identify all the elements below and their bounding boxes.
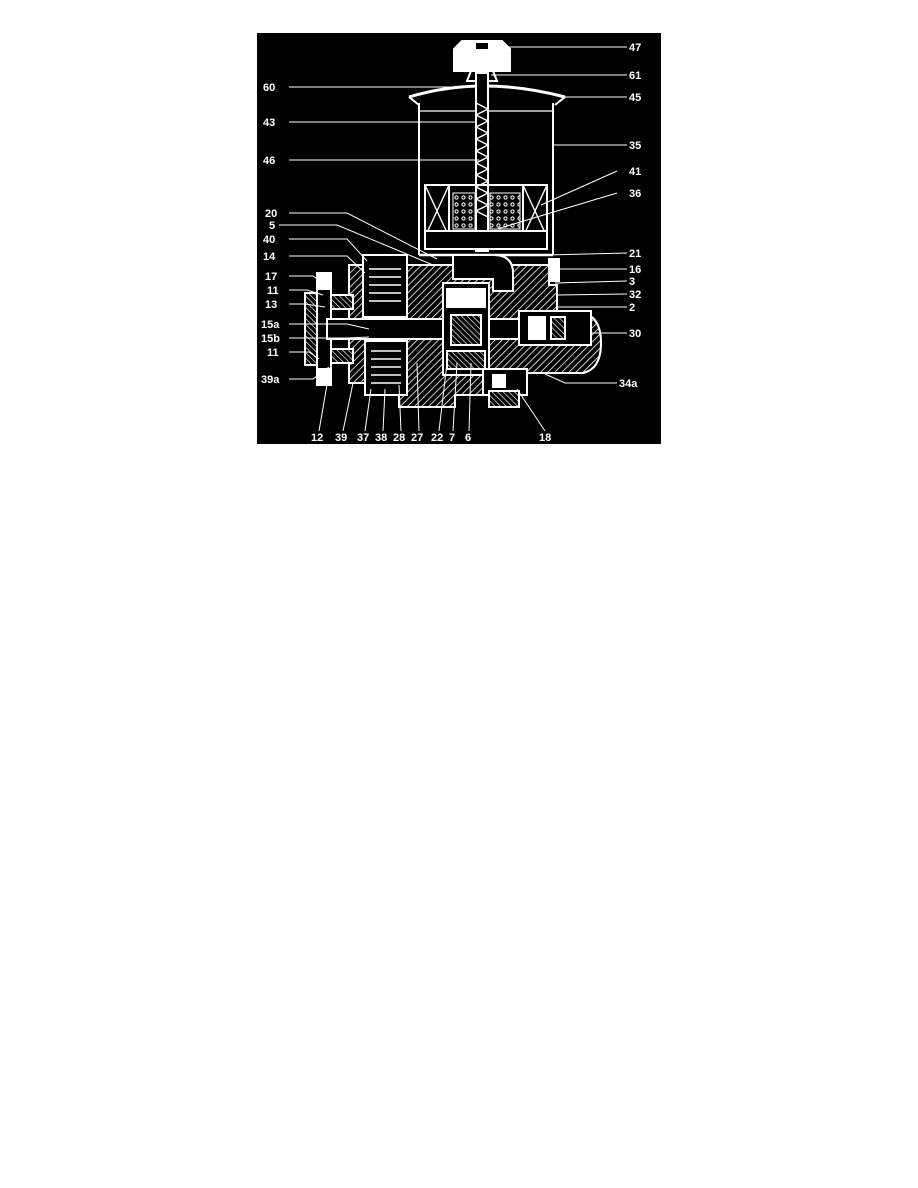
inlet-duct [452,254,514,292]
callout-27: 27 [411,432,423,444]
callout-6: 6 [465,432,471,444]
pump-cross-section-drawing: 47 61 60 45 43 35 46 41 36 20 5 40 21 14… [261,40,641,444]
drain-plug [488,390,520,408]
callout-45: 45 [629,92,641,104]
callout-60: 60 [263,82,275,94]
callout-21: 21 [629,248,641,260]
callout-3: 3 [629,276,635,288]
callout-39a: 39a [261,374,280,386]
callout-15b: 15b [261,333,280,345]
callout-46: 46 [263,155,275,167]
drive-shaft [326,318,528,340]
callout-39: 39 [335,432,347,444]
pump-cross-section-figure: 47 61 60 45 43 35 46 41 36 20 5 40 21 14… [257,33,661,444]
callout-11-top: 11 [267,285,279,297]
canister-base [424,230,548,250]
upper-seal-cavity [362,254,408,318]
callout-43: 43 [263,117,275,129]
filter-housing [408,40,566,257]
callout-38: 38 [375,432,387,444]
callout-35: 35 [629,140,641,152]
pump-body [304,254,603,408]
callout-labels: 47 61 60 45 43 35 46 41 36 20 5 40 21 14… [261,42,641,444]
callout-5: 5 [269,220,275,232]
cap-knob [453,40,511,72]
callout-36: 36 [629,188,641,200]
callout-17: 17 [265,271,277,283]
callout-11-bottom: 11 [267,347,279,359]
callout-47: 47 [629,42,641,54]
callout-15a: 15a [261,319,280,331]
callout-13: 13 [265,299,277,311]
callout-18: 18 [539,432,551,444]
cap-slot [476,43,488,49]
leader-lines [279,46,628,432]
callout-34a: 34a [619,378,638,390]
callout-20: 20 [265,208,277,220]
callout-37: 37 [357,432,369,444]
callout-61: 61 [629,70,641,82]
lower-seal-cavity [364,340,408,396]
callout-41: 41 [629,166,641,178]
callout-22: 22 [431,432,443,444]
callout-12: 12 [311,432,323,444]
spring-coil [474,102,490,218]
callout-40: 40 [263,234,275,246]
callout-14: 14 [263,251,276,263]
callout-30: 30 [629,328,641,340]
callout-32: 32 [629,289,641,301]
callout-7: 7 [449,432,455,444]
callout-28: 28 [393,432,405,444]
callout-2: 2 [629,302,635,314]
callout-16: 16 [629,264,641,276]
